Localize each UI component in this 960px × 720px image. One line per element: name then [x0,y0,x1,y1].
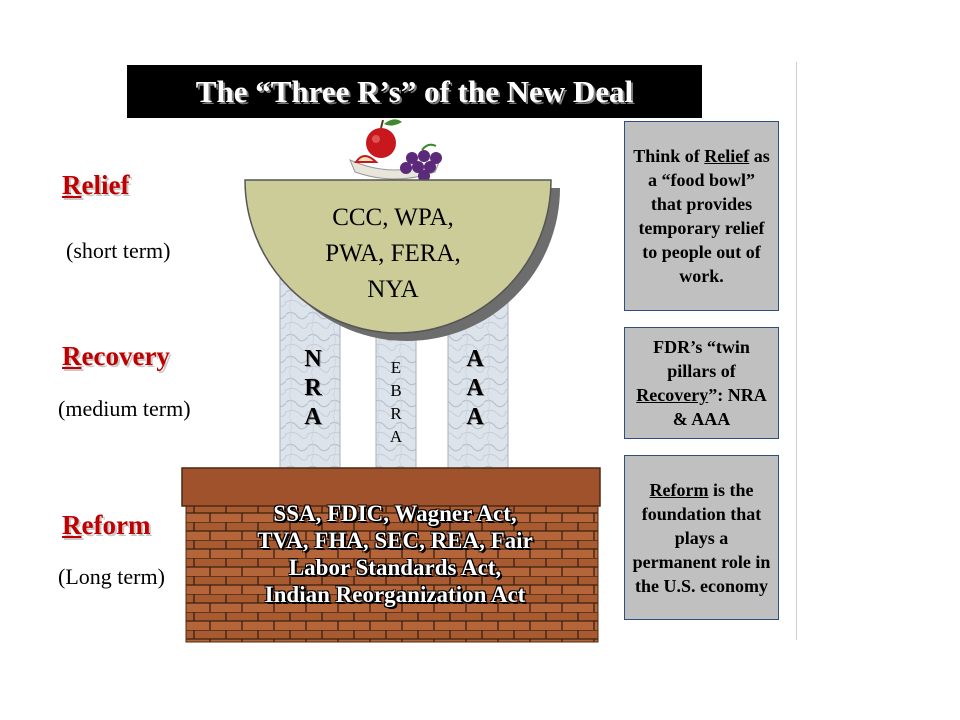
page-title: The “Three R’s” of the New Deal [195,73,634,109]
reform-program-line: SSA, FDIC, Wagner Act, [273,501,517,526]
pillar-letter: A [466,346,484,372]
pillar-letter: A [466,375,484,401]
relief-program-line: CCC, WPA, [332,204,454,231]
note-recovery: FDR’s “twin pillars of Recovery”: NRA & … [624,327,779,439]
divider-line [796,62,797,640]
label-relief-rest: elief [81,170,130,200]
note-relief-key: Relief [704,146,750,166]
label-relief-initial: R [62,170,82,200]
pillar-letter: R [304,375,322,401]
label-recovery: Recovery [62,341,170,372]
reform-programs: SSA, FDIC, Wagner Act, TVA, FHA, SEC, RE… [195,500,595,608]
pillar-letter: A [466,404,484,430]
pillar-letter: A [389,427,403,446]
reform-program-line: Labor Standards Act, [288,555,502,580]
relief-programs: CCC, WPA, PWA, FERA, NYA [268,200,518,308]
label-recovery-initial: R [62,341,82,371]
reform-foundation [185,504,599,643]
pillar-nra-label: N R A [290,345,336,432]
note-recovery-before: FDR’s “twin pillars of [653,337,750,381]
relief-bowl [244,179,552,334]
title-bar: The “Three R’s” of the New Deal [127,65,702,118]
pillar-letter: R [390,404,402,423]
term-recovery: (medium term) [58,396,191,421]
pillar-ebra-label: E B R A [380,356,412,448]
note-recovery-after: ”: NRA & AAA [672,385,767,429]
note-relief-after: as a “food bowl” that provides temporary… [638,146,770,286]
relief-program-line: NYA [367,276,419,303]
note-relief: Think of Relief as a “food bowl” that pr… [624,121,779,311]
fruit-icon [349,119,442,182]
term-reform: (Long term) [58,564,165,589]
note-relief-before: Think of [633,146,705,166]
pillar-letter: B [390,381,402,400]
label-reform-rest: eform [81,510,151,540]
label-reform-initial: R [62,510,82,540]
reform-program-line: TVA, FHA, SEC, REA, Fair [257,528,533,553]
note-reform: Reform is the foundation that plays a pe… [624,455,779,620]
pillar-letter: E [390,358,402,377]
pillar-letter: N [304,346,322,372]
foundation-cap [181,467,601,507]
pillar-letter: A [304,404,322,430]
note-recovery-key: Recovery [636,385,709,405]
label-reform: Reform [62,510,150,541]
label-recovery-rest: ecovery [81,341,170,371]
pillar-aaa-label: A A A [452,345,498,432]
relief-program-line: PWA, FERA, [325,240,461,267]
reform-program-line: Indian Reorganization Act [264,582,526,607]
label-relief: Relief [62,170,129,201]
note-reform-key: Reform [649,479,709,500]
note-reform-after: is the foundation that plays a permanent… [632,479,771,596]
term-relief: (short term) [66,238,171,263]
